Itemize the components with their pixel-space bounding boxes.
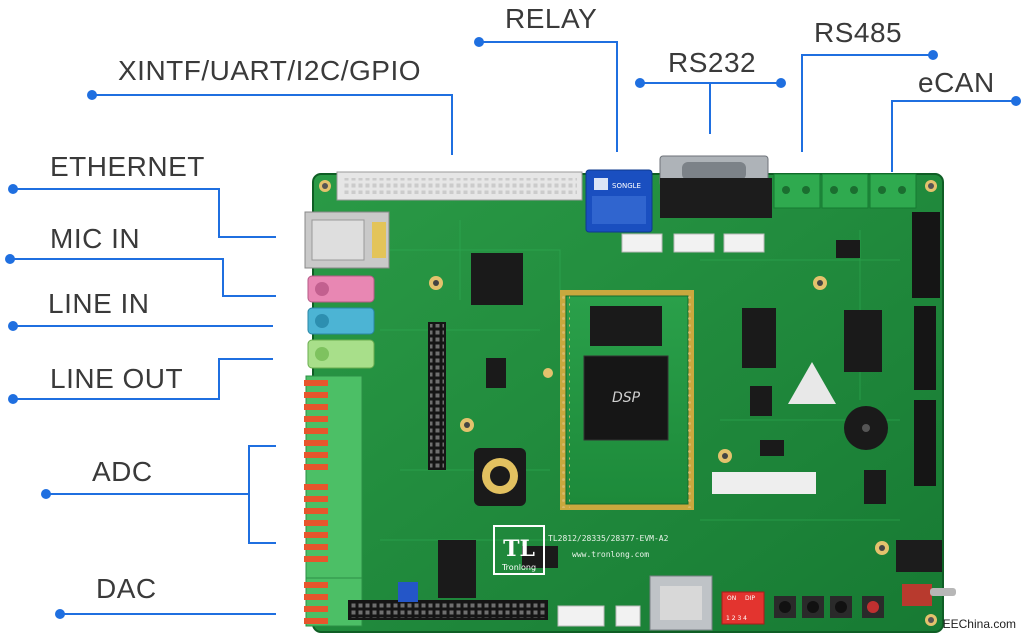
callout-rs485: RS485	[801, 17, 938, 152]
callout-ecan-label: eCAN	[918, 67, 995, 98]
dip-numbers: 1 2 3 4	[726, 615, 747, 622]
jst-connectors	[557, 233, 765, 627]
callout-rs232-label: RS232	[668, 47, 756, 78]
watermark-text: EEChina.com	[943, 617, 1016, 631]
ics	[438, 240, 886, 598]
esd-warning-symbol	[788, 362, 836, 404]
line-out-jack	[307, 339, 375, 369]
label-panel	[712, 472, 816, 494]
xintf-header	[336, 171, 583, 201]
callout-relay: RELAY	[474, 3, 618, 152]
callout-xintf-label: XINTF/UART/I2C/GPIO	[118, 55, 421, 86]
rs232-db9-connector	[659, 155, 772, 218]
board-website-silk: www.tronlong.com	[572, 550, 649, 559]
pin-headers	[348, 212, 940, 620]
ecan-terminal-block	[869, 173, 917, 209]
dip-label: DIP	[745, 595, 755, 602]
sd-card-slot	[649, 575, 713, 631]
rs485-terminal-blocks	[773, 173, 869, 209]
logo-letters: TL	[503, 536, 535, 562]
callout-line-in-label: LINE IN	[48, 288, 150, 319]
callout-mic-in-label: MIC IN	[50, 223, 140, 254]
rtc-battery-holder	[474, 448, 526, 506]
tronlong-logo: TL Tronlong	[493, 525, 545, 575]
callout-dac: DAC	[55, 573, 276, 619]
callout-ethernet: ETHERNET	[8, 151, 276, 238]
ethernet-rj45-port	[304, 211, 390, 269]
adc-terminal-strip	[304, 375, 363, 595]
callout-ethernet-label: ETHERNET	[50, 151, 205, 182]
dsp-core-module: DSP	[560, 290, 694, 510]
callout-mic-in: MIC IN	[5, 223, 276, 297]
relay-component: SONGLE	[585, 169, 653, 233]
buzzer	[844, 406, 888, 450]
callout-line-in: LINE IN	[8, 288, 273, 331]
push-buttons	[774, 596, 884, 618]
callout-dac-label: DAC	[96, 573, 157, 604]
dip-switch: ON DIP 1 2 3 4	[721, 591, 765, 625]
mounting-holes	[319, 180, 937, 626]
callout-line-out: LINE OUT	[8, 358, 273, 404]
callout-rs485-label: RS485	[814, 17, 902, 48]
line-in-jack	[307, 307, 375, 335]
power-jack	[896, 540, 942, 572]
dsp-chip-label: DSP	[612, 390, 641, 406]
callout-relay-label: RELAY	[505, 3, 597, 34]
dip-on-label: ON	[727, 595, 736, 602]
board-model-silk: TL2812/28335/28377-EVM-A2	[548, 534, 669, 543]
power-switch	[902, 584, 956, 606]
callout-ecan: eCAN	[891, 67, 1021, 172]
callout-rs232: RS232	[635, 47, 786, 134]
potentiometer	[398, 582, 418, 602]
relay-brand: SONGLE	[612, 182, 641, 190]
callout-adc: ADC	[41, 445, 276, 544]
callout-adc-label: ADC	[92, 456, 153, 487]
callout-xintf: XINTF/UART/I2C/GPIO	[87, 55, 453, 155]
mic-in-jack	[307, 275, 375, 303]
logo-name: Tronlong	[501, 563, 536, 572]
callout-line-out-label: LINE OUT	[50, 363, 183, 394]
